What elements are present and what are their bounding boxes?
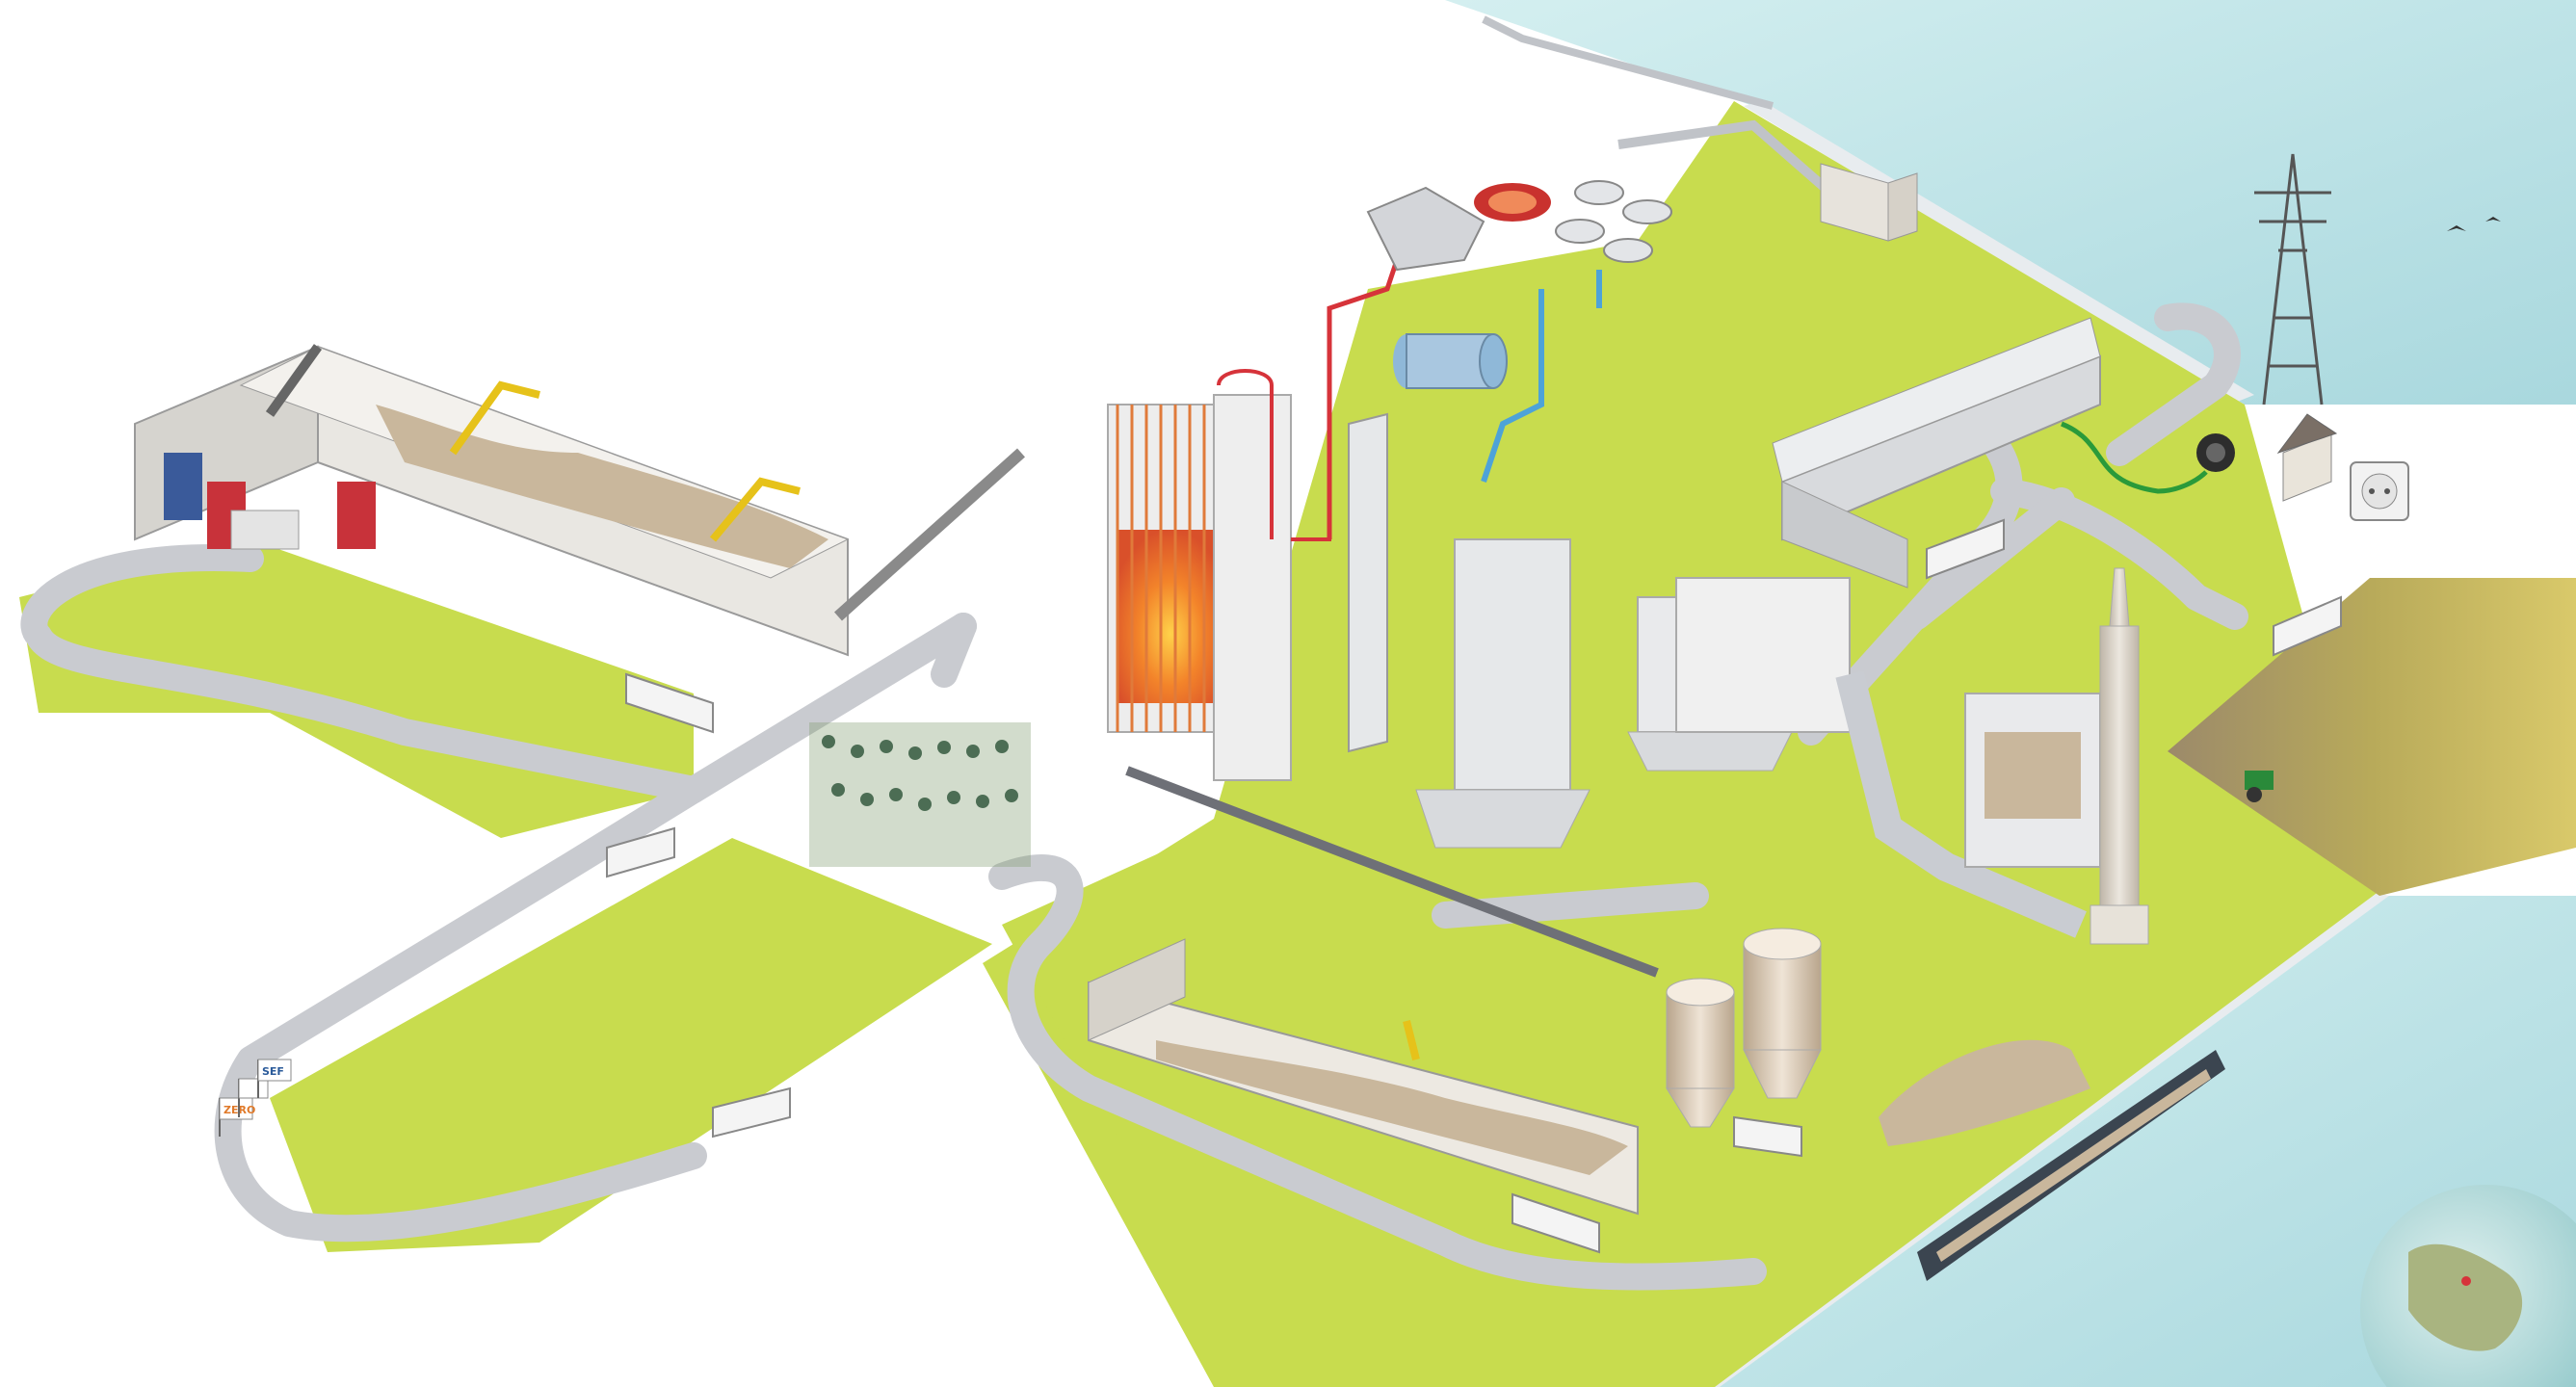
birds-icon bbox=[2447, 217, 2501, 231]
condenser bbox=[1393, 333, 1508, 389]
ash-conveyor bbox=[1125, 766, 1659, 978]
flue-duct bbox=[1835, 670, 2087, 938]
crane-icon bbox=[449, 380, 801, 542]
district-pipe bbox=[1617, 119, 1834, 196]
barge-icon bbox=[1917, 1050, 2225, 1281]
turbine-generator bbox=[1366, 180, 1672, 272]
hall-machinery bbox=[164, 453, 376, 550]
river-top-right bbox=[1445, 0, 2576, 405]
flag-label: SEF bbox=[262, 1065, 284, 1078]
flue-gas-treatment bbox=[1348, 412, 1851, 849]
fuel-storage-hall bbox=[134, 344, 1026, 657]
plug-icon bbox=[2196, 433, 2235, 472]
house-icon bbox=[2276, 413, 2338, 502]
conveyor-to-boiler bbox=[833, 448, 1026, 621]
chimney-icon bbox=[2090, 567, 2149, 945]
truck-icon bbox=[606, 518, 2342, 1254]
tractor-icon bbox=[2245, 771, 2274, 802]
silo-icon bbox=[1666, 928, 1822, 1128]
greenhouse-icon bbox=[1772, 317, 2101, 589]
flag-2: SEF bbox=[257, 1059, 292, 1098]
transmission-tower-icon bbox=[2254, 153, 2331, 406]
water-intake-pipe bbox=[1482, 15, 1774, 110]
grass-lower-left bbox=[270, 838, 992, 1252]
grass-left bbox=[19, 539, 694, 838]
flags: ZERO SEF bbox=[219, 1059, 292, 1137]
crop-field bbox=[2168, 578, 2576, 896]
globe-icon bbox=[2360, 1185, 2576, 1387]
steam-pipe bbox=[1327, 259, 1400, 539]
cooling-fans bbox=[1555, 180, 1672, 263]
ash-bunker bbox=[1088, 938, 1639, 1216]
flag-1 bbox=[238, 1078, 269, 1117]
boiler-house bbox=[1107, 308, 1331, 781]
power-socket-icon bbox=[2350, 461, 2409, 521]
power-cable bbox=[2061, 421, 2208, 494]
cooling-pipes bbox=[1481, 270, 1602, 483]
denox-reactor bbox=[1964, 693, 2101, 868]
transformer-icon bbox=[1820, 163, 1918, 242]
quay-top bbox=[1744, 101, 2254, 403]
workers-icon bbox=[809, 722, 1031, 867]
harbour-chip-pile bbox=[1879, 1039, 2090, 1146]
